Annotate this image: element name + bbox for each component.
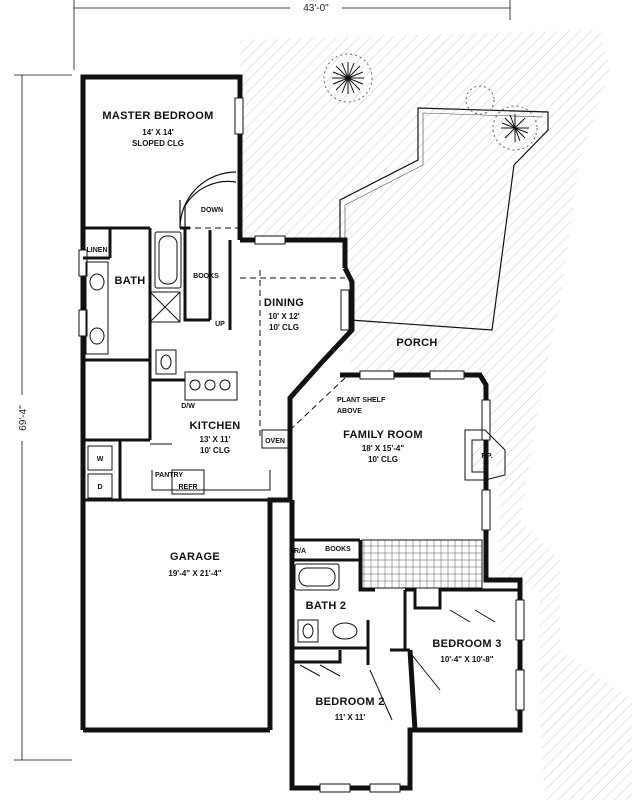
- bath-label: BATH: [115, 275, 146, 287]
- bath2-label: BATH 2: [306, 600, 347, 612]
- refr-label: REFR: [178, 484, 197, 491]
- master-bedroom-note: SLOPED CLG: [132, 139, 184, 148]
- kitchen-counters: [150, 371, 289, 495]
- books-upper-label: BOOKS: [193, 273, 219, 280]
- fireplace-icon: [464, 429, 506, 481]
- door-swing: [179, 171, 237, 229]
- window-marks: [78, 97, 525, 793]
- oven-label: OVEN: [265, 438, 285, 445]
- garage-size: 19'-4" X 21'-4": [168, 569, 221, 578]
- down-label: DOWN: [201, 207, 223, 214]
- bedroom3-size: 10'-4" X 10'-8": [440, 655, 493, 664]
- up-label: UP: [215, 321, 225, 328]
- bedroom2-name: BEDROOM 2: [315, 696, 384, 708]
- kitchen-size: 13' X 11': [200, 435, 231, 444]
- plant-shelf-line2: ABOVE: [337, 408, 362, 415]
- tree-icon: [323, 53, 538, 151]
- plant-shelf-line1: PLANT SHELF: [337, 397, 386, 404]
- bedroom3-name: BEDROOM 3: [432, 638, 501, 650]
- porch-label: PORCH: [396, 337, 437, 349]
- interior-walls: [83, 226, 520, 665]
- garage-name: GARAGE: [170, 551, 220, 563]
- landscape-hatching: [240, 30, 632, 800]
- patio-outline: [339, 107, 549, 331]
- family-room-size: 18' X 15'-4": [362, 444, 404, 453]
- room-labels: MASTER BEDROOM 14' X 14' SLOPED CLG LINE…: [87, 110, 502, 722]
- family-room-note: 10' CLG: [368, 455, 398, 464]
- overall-depth-label: 69'-4": [18, 405, 29, 431]
- bath2-fixtures: [294, 563, 358, 643]
- family-room-name: FAMILY ROOM: [343, 429, 423, 441]
- kitchen-note: 10' CLG: [200, 446, 230, 455]
- closet-doors: [299, 609, 496, 721]
- books-lower-label: BOOKS: [325, 546, 351, 553]
- dw-label: D/W: [181, 403, 195, 410]
- fireplace-label: F.P.: [481, 453, 492, 460]
- washer-label: W: [97, 456, 104, 463]
- dryer-label: D: [97, 484, 102, 491]
- pantry-label: PANTRY: [155, 472, 183, 479]
- linen-label: LINEN: [87, 247, 108, 254]
- kitchen-name: KITCHEN: [190, 420, 241, 432]
- bedroom2-size: 11' X 11': [335, 713, 366, 722]
- bath-fixtures: [85, 231, 182, 375]
- master-bedroom-size: 14' X 14': [142, 128, 173, 137]
- dining-size: 10' X 12': [268, 312, 299, 321]
- ceiling-dashes: [185, 227, 346, 436]
- ra-label: R/A: [294, 548, 306, 555]
- tile-floor: [361, 539, 483, 589]
- master-bedroom-name: MASTER BEDROOM: [102, 110, 213, 122]
- dining-note: 10' CLG: [269, 323, 299, 332]
- overall-width-label: 43'-0": [303, 3, 329, 14]
- dining-name: DINING: [264, 297, 304, 309]
- laundry-appliances: [87, 445, 113, 499]
